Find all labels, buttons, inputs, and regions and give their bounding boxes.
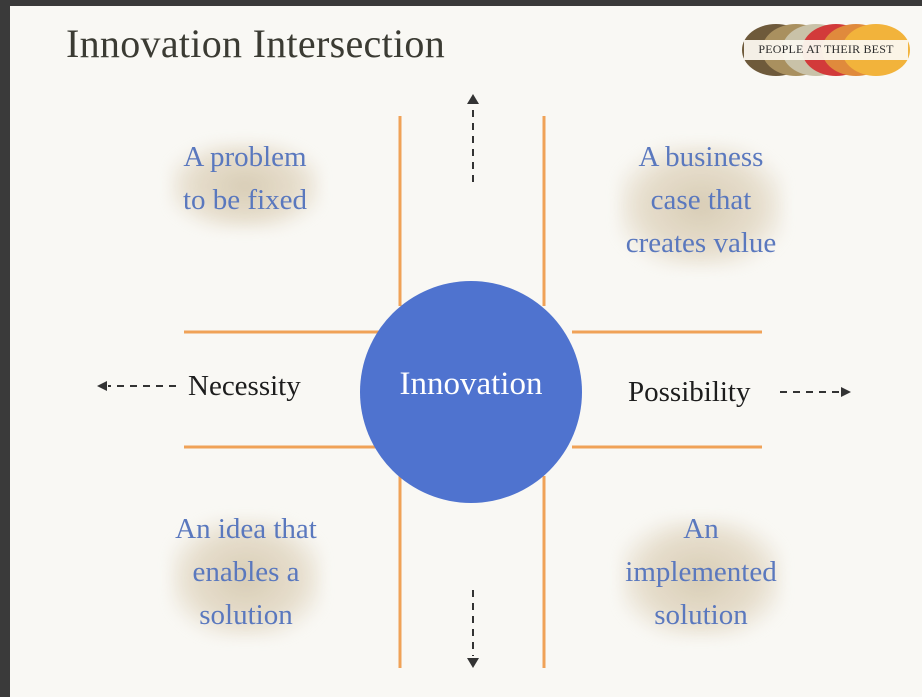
- quadrant-top-left-line-2: to be fixed: [182, 184, 307, 216]
- quadrant-top-right-line-2: case that: [650, 184, 752, 216]
- down-arrow: [467, 590, 479, 668]
- quadrant-top-right: A business case that creates value: [606, 136, 796, 268]
- axis-label-necessity: Necessity: [188, 370, 301, 402]
- intersection-diagram: [97, 94, 851, 668]
- quadrant-bottom-left: An idea that enables a solution: [156, 508, 336, 638]
- quadrant-bottom-right: An implemented solution: [606, 508, 796, 638]
- right-arrow: [780, 387, 851, 397]
- quadrant-bottom-right-line-3: solution: [654, 599, 748, 631]
- quadrant-bottom-left-line-1: An idea that: [175, 513, 317, 545]
- up-arrow: [467, 94, 479, 182]
- logo-rings: [742, 24, 910, 76]
- slide-title: Innovation Intersection: [66, 21, 446, 66]
- quadrant-top-right-line-1: A business: [638, 141, 764, 173]
- quadrant-top-left: A problem to be fixed: [160, 136, 330, 230]
- quadrant-top-right-line-3: creates value: [625, 227, 777, 259]
- logo-text: PEOPLE AT THEIR BEST: [758, 42, 894, 56]
- quadrant-bottom-left-line-2: enables a: [192, 556, 300, 588]
- logo: PEOPLE AT THEIR BEST: [740, 22, 912, 78]
- center-label: Innovation: [399, 366, 543, 402]
- quadrant-bottom-left-line-3: solution: [199, 599, 293, 631]
- axis-label-possibility: Possibility: [628, 376, 751, 408]
- quadrant-top-left-line-1: A problem: [183, 141, 307, 173]
- slide: Innovation Intersection PEOPLE AT THEIR …: [10, 6, 922, 697]
- quadrant-bottom-right-line-2: implemented: [625, 556, 777, 588]
- left-arrow: [97, 381, 176, 391]
- innovation-circle: [360, 281, 582, 503]
- quadrant-bottom-right-line-1: An: [683, 513, 719, 545]
